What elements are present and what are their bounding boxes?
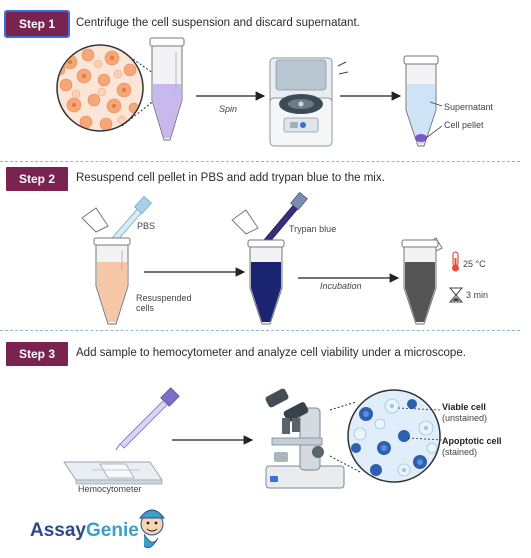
microscope-icon (265, 388, 345, 489)
time-label: 3 min (466, 290, 489, 300)
step-1-description: Centrifuge the cell suspension and disca… (76, 17, 360, 29)
cells-magnifier-icon (56, 44, 161, 132)
logo-part-assay: Assay (30, 520, 86, 541)
cell-pellet-label: Cell pellet (444, 120, 484, 130)
microtube-icon (149, 37, 185, 141)
step-1-badge: Step 1 (4, 10, 70, 38)
logo-part-genie: Genie (86, 520, 139, 541)
pbs-label: PBS (137, 221, 156, 231)
centrifuge-icon (269, 57, 333, 147)
step-1-bar: Step 1 Centrifuge the cell suspension an… (4, 10, 520, 38)
microscope-view-icon (329, 389, 443, 483)
step-3-description: Add sample to hemocytometer and analyze … (76, 347, 466, 359)
pipette-icon (263, 191, 308, 245)
supernatant-label: Supernatant (444, 102, 494, 112)
hemocytometer-icon (63, 461, 163, 485)
microtube-icon (81, 207, 131, 325)
incubation-label: Incubation (320, 281, 362, 291)
hemocytometer-label: Hemocytometer (78, 484, 142, 494)
step-3-bar: Step 3 Add sample to hemocytometer and a… (6, 342, 520, 368)
pipette-icon (111, 195, 152, 243)
microtube-icon (401, 237, 443, 325)
step-3-badge: Step 3 (6, 342, 68, 366)
apoptotic-cell-sublabel: (stained) (442, 447, 478, 457)
microtube-icon (403, 55, 443, 147)
hourglass-icon (448, 287, 464, 303)
trypan-blue-label: Trypan blue (289, 224, 337, 234)
viable-cell-label: Viable cell (442, 402, 486, 412)
viable-cell-sublabel: (unstained) (442, 413, 488, 423)
apoptotic-cell-label: Apoptotic cell (442, 436, 502, 446)
step-2-bar: Step 2 Resuspend cell pellet in PBS and … (6, 167, 520, 193)
resuspended-label-line1: Resuspended (136, 293, 192, 303)
resuspended-label-line2: cells (136, 303, 155, 313)
pipette-icon (115, 387, 180, 451)
assaygenie-logo: AssayGenie (30, 520, 139, 542)
step-2-badge: Step 2 (6, 167, 68, 191)
temperature-label: 25 °C (463, 259, 486, 269)
divider-2 (0, 330, 520, 331)
spin-label: Spin (219, 104, 238, 114)
centrifuge-motion-marks (337, 61, 349, 75)
divider-1 (0, 161, 520, 162)
microtube-icon (231, 209, 285, 325)
genie-mascot-icon (138, 509, 166, 549)
step-2-description: Resuspend cell pellet in PBS and add try… (76, 172, 385, 184)
thermometer-icon (452, 251, 459, 272)
